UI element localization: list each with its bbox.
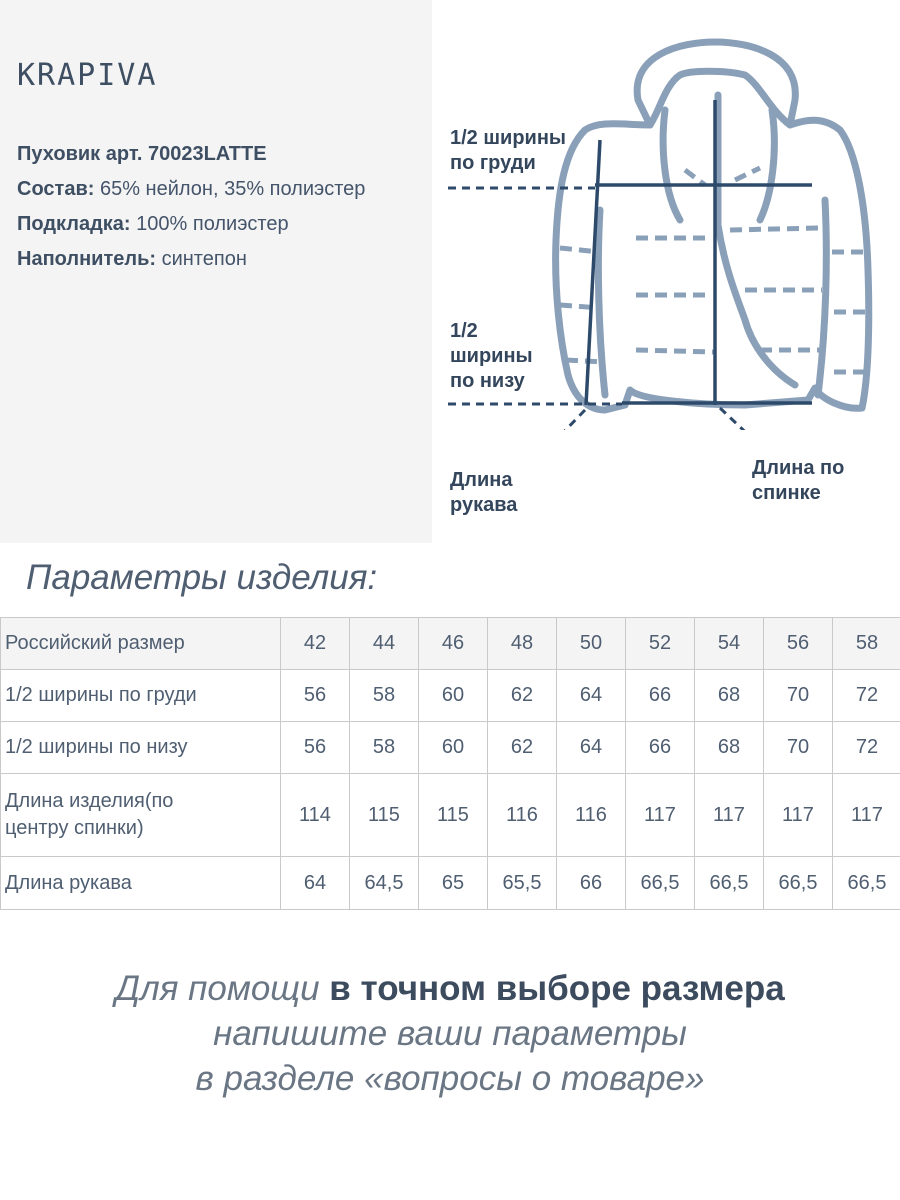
- size-cell: 52: [625, 617, 695, 670]
- value-cell: 72: [832, 721, 900, 774]
- value-cell: 64: [280, 856, 350, 910]
- value-cell: 56: [280, 669, 350, 722]
- jacket-diagram: [448, 38, 873, 430]
- header-label: Российский размер: [0, 617, 281, 670]
- value-cell: 64: [556, 721, 626, 774]
- product-info: Пуховик арт. 70023LATTE Состав: 65% нейл…: [17, 137, 365, 277]
- value-cell: 116: [487, 773, 557, 857]
- value-cell: 66,5: [763, 856, 833, 910]
- info-panel: [0, 0, 432, 543]
- value-cell: 66: [556, 856, 626, 910]
- lining: Подкладка: 100% полиэстер: [17, 213, 289, 235]
- label-bottom: 1/2 ширины по низу: [450, 320, 533, 392]
- size-cell: 46: [418, 617, 488, 670]
- params-title: Параметры изделия:: [26, 558, 378, 597]
- value-cell: 62: [487, 721, 557, 774]
- value-cell: 115: [418, 773, 488, 857]
- value-cell: 66,5: [625, 856, 695, 910]
- footer-line-2: напишите ваши параметры: [213, 1014, 687, 1053]
- value-cell: 66,5: [694, 856, 764, 910]
- value-cell: 72: [832, 669, 900, 722]
- footer-note: Для помощи в точном выборе размера напиш…: [0, 966, 900, 1101]
- row-label: Длина изделия(по центру спинки): [0, 773, 281, 857]
- value-cell: 58: [349, 669, 419, 722]
- label-back-length: Длина по спинке: [752, 457, 845, 504]
- value-cell: 65: [418, 856, 488, 910]
- footer-line-1: Для помощи в точном выборе размера: [115, 969, 785, 1008]
- row-label: 1/2 ширины по низу: [0, 721, 281, 774]
- value-cell: 117: [625, 773, 695, 857]
- value-cell: 117: [763, 773, 833, 857]
- size-cell: 50: [556, 617, 626, 670]
- value-cell: 60: [418, 721, 488, 774]
- row-label: 1/2 ширины по груди: [0, 669, 281, 722]
- size-cell: 42: [280, 617, 350, 670]
- value-cell: 68: [694, 721, 764, 774]
- row-label: Длина рукава: [0, 856, 281, 910]
- table-row: Длина изделия(по центру спинки) 114 115 …: [0, 773, 900, 857]
- value-cell: 66: [625, 669, 695, 722]
- value-cell: 60: [418, 669, 488, 722]
- value-cell: 58: [349, 721, 419, 774]
- label-sleeve: Длина рукава: [450, 469, 518, 516]
- value-cell: 116: [556, 773, 626, 857]
- table-row: 1/2 ширины по груди 56 58 60 62 64 66 68…: [0, 669, 900, 722]
- size-cell: 48: [487, 617, 557, 670]
- size-cell: 44: [349, 617, 419, 670]
- value-cell: 66,5: [832, 856, 900, 910]
- filler: Наполнитель: синтепон: [17, 248, 247, 270]
- value-cell: 56: [280, 721, 350, 774]
- value-cell: 64,5: [349, 856, 419, 910]
- value-cell: 62: [487, 669, 557, 722]
- footer-line-3: в разделе «вопросы о товаре»: [195, 1059, 705, 1098]
- value-cell: 64: [556, 669, 626, 722]
- value-cell: 68: [694, 669, 764, 722]
- table-row: 1/2 ширины по низу 56 58 60 62 64 66 68 …: [0, 721, 900, 774]
- value-cell: 117: [694, 773, 764, 857]
- product-title: Пуховик арт. 70023LATTE: [17, 143, 267, 165]
- table-row: Российский размер 42 44 46 48 50 52 54 5…: [0, 617, 900, 670]
- size-cell: 54: [694, 617, 764, 670]
- size-table: Российский размер 42 44 46 48 50 52 54 5…: [0, 617, 900, 910]
- brand-logo: KRAPIVA: [17, 58, 158, 93]
- composition: Состав: 65% нейлон, 35% полиэстер: [17, 178, 366, 200]
- table-row: Длина рукава 64 64,5 65 65,5 66 66,5 66,…: [0, 856, 900, 910]
- value-cell: 65,5: [487, 856, 557, 910]
- value-cell: 70: [763, 721, 833, 774]
- value-cell: 70: [763, 669, 833, 722]
- label-chest: 1/2 ширины по груди: [450, 127, 566, 174]
- value-cell: 117: [832, 773, 900, 857]
- size-cell: 58: [832, 617, 900, 670]
- value-cell: 115: [349, 773, 419, 857]
- value-cell: 114: [280, 773, 350, 857]
- size-cell: 56: [763, 617, 833, 670]
- value-cell: 66: [625, 721, 695, 774]
